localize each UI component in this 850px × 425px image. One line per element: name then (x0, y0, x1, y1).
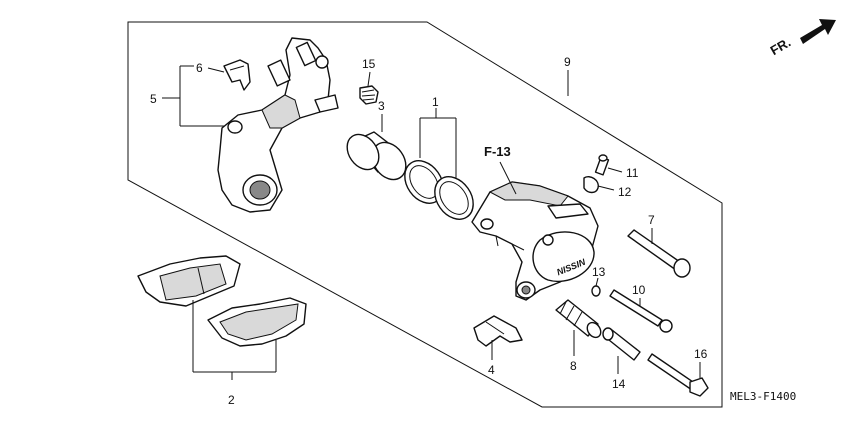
callout-15: 15 (362, 57, 376, 71)
callout-1: 1 (432, 95, 439, 109)
callout-5: 5 (150, 92, 157, 106)
diagram-code: MEL3-F1400 (730, 390, 796, 403)
callout-13: 13 (592, 265, 606, 279)
piston-seal-set (404, 160, 474, 220)
reference-leader (499, 161, 517, 195)
callout-7: 7 (648, 213, 655, 227)
callout-16: 16 (694, 347, 708, 361)
caliper-body: NISSIN (471, 181, 599, 301)
pin-bolt-10 (609, 289, 673, 333)
brake-pad-upper (137, 255, 241, 307)
direction-label: FR. (768, 35, 794, 58)
callout-9: 9 (564, 55, 571, 69)
callout-8: 8 (570, 359, 577, 373)
bleeder-washer (583, 176, 599, 194)
callout-6: 6 (196, 61, 203, 75)
callout-12: 12 (618, 185, 632, 199)
assembly-outline (127, 21, 723, 408)
callout-2: 2 (228, 393, 235, 407)
reference-label: F-13 (484, 144, 511, 159)
direction-arrow-icon (800, 19, 836, 44)
callout-11: 11 (626, 166, 639, 180)
pad-retainer (473, 315, 523, 347)
callout-14: 14 (612, 377, 626, 391)
pin-boot (602, 327, 641, 361)
callout-4: 4 (488, 363, 495, 377)
caliper-bracket (217, 37, 339, 213)
o-ring (591, 285, 601, 297)
callout-10: 10 (632, 283, 646, 297)
pad-spring-clip (223, 59, 251, 91)
callout-leaders (162, 65, 701, 380)
brake-pad-lower (207, 297, 307, 347)
rubber-boot (555, 299, 602, 339)
bleeder-cap (359, 85, 379, 105)
caliper-pin-7 (627, 229, 691, 278)
bleeder-screw (594, 154, 610, 176)
caliper-piston (346, 131, 407, 181)
callout-3: 3 (378, 99, 385, 113)
caliper-bolt (647, 353, 709, 397)
